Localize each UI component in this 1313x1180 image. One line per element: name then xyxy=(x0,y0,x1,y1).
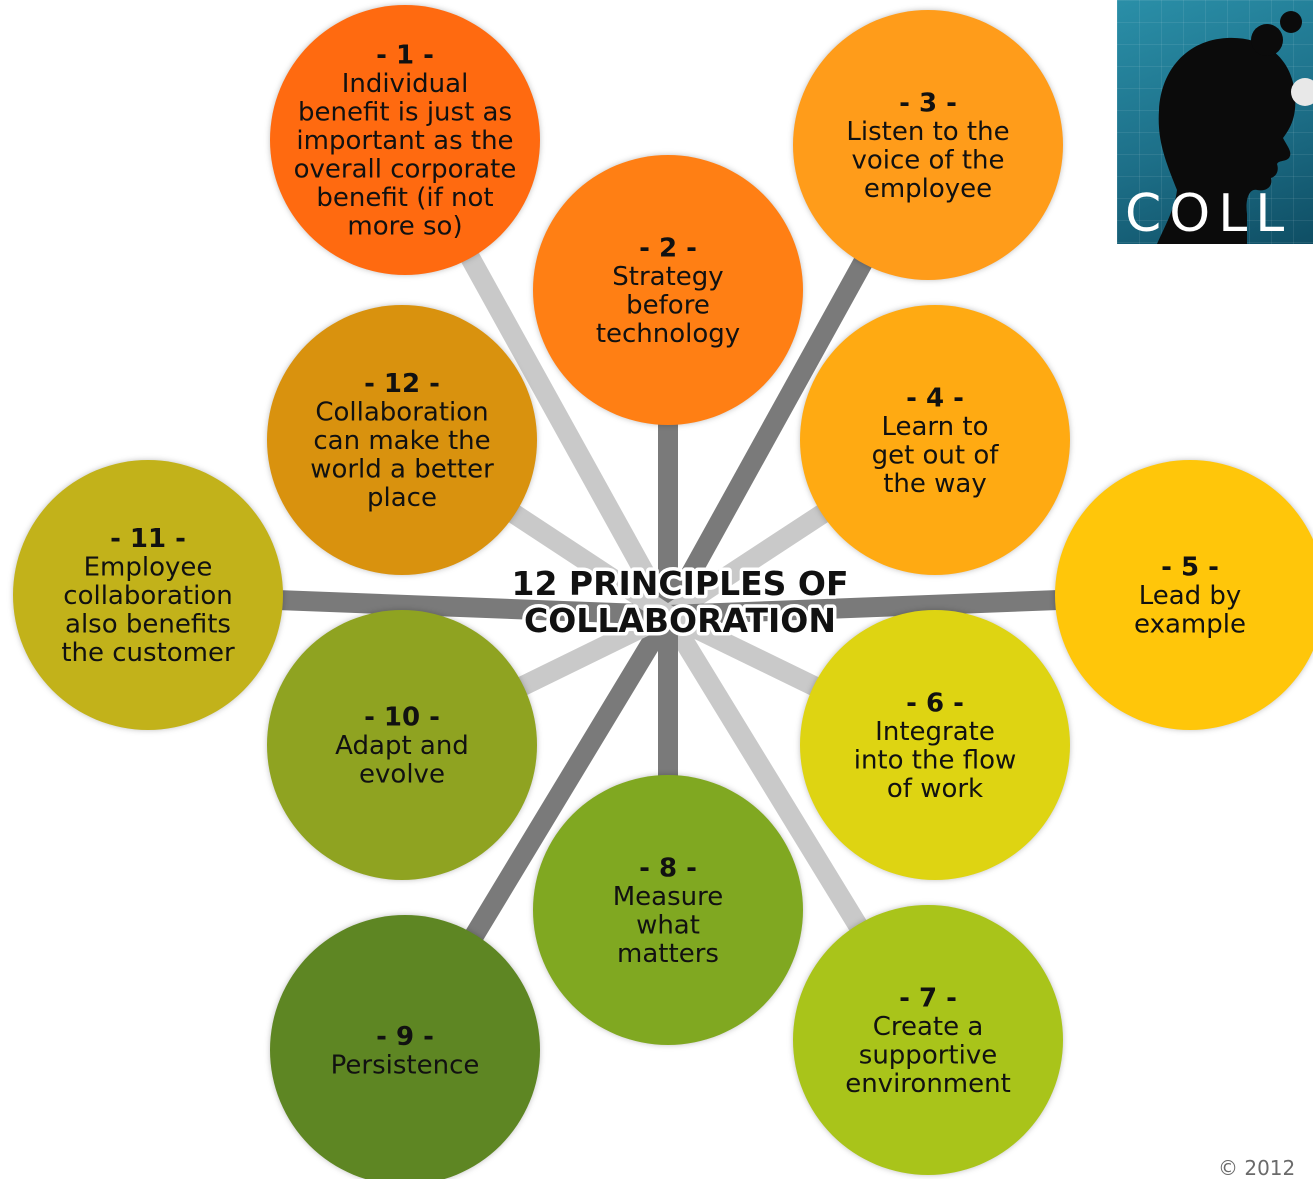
center-title: 12 PRINCIPLES OF COLLABORATION xyxy=(508,561,852,644)
principle-text-12-line-3: world a better xyxy=(310,455,494,485)
principle-text-5-line-2: example xyxy=(1134,610,1246,640)
principle-text-1-line-4: overall corporate xyxy=(294,155,517,185)
principle-number-1: - 1 - xyxy=(376,41,434,71)
principle-text-4-line-3: the way xyxy=(883,469,987,499)
principle-number-5: - 5 - xyxy=(1161,553,1219,583)
principle-number-11: - 11 - xyxy=(110,524,186,554)
principle-number-8: - 8 - xyxy=(639,853,697,883)
principle-number-9: - 9 - xyxy=(376,1022,434,1052)
principle-text-7-line-2: supportive xyxy=(859,1040,997,1070)
principle-circle-8 xyxy=(533,775,803,1045)
principle-text-1-line-2: benefit is just as xyxy=(298,98,512,128)
principle-text-1-line-5: benefit (if not xyxy=(316,183,493,213)
principle-text-10-line-2: evolve xyxy=(359,760,445,790)
principle-text-5-line-1: Lead by xyxy=(1139,581,1242,611)
principle-text-11-line-4: the customer xyxy=(61,638,235,668)
principle-text-11-line-3: also benefits xyxy=(65,610,231,640)
principle-circle-11 xyxy=(13,460,283,730)
principle-text-1-line-3: important as the xyxy=(296,126,513,156)
principle-number-12: - 12 - xyxy=(364,369,440,399)
principle-text-1-line-6: more so) xyxy=(347,212,462,242)
principle-circle-7 xyxy=(793,905,1063,1175)
center-title-line-1: 12 PRINCIPLES OF xyxy=(511,564,848,603)
principle-text-1-line-1: Individual xyxy=(342,69,469,99)
principle-text-7-line-1: Create a xyxy=(873,1012,984,1042)
principle-node-9: - 9 -Persistence xyxy=(270,915,540,1179)
principle-number-7: - 7 - xyxy=(899,983,957,1013)
principle-text-7-line-3: environment xyxy=(845,1069,1011,1099)
principle-text-3-line-3: employee xyxy=(864,174,992,204)
principle-text-12-line-2: can make the xyxy=(313,426,490,456)
principle-number-3: - 3 - xyxy=(899,88,957,118)
head-silhouette-icon xyxy=(1157,11,1313,244)
collaboration-logo: COLL xyxy=(1117,0,1313,244)
principle-text-2-line-2: before xyxy=(626,290,710,320)
principle-number-10: - 10 - xyxy=(364,703,440,733)
principle-text-11-line-1: Employee xyxy=(84,553,213,583)
principle-circle-12 xyxy=(267,305,537,575)
center-title-line-2: COLLABORATION xyxy=(524,601,836,640)
logo-wordmark: COLL xyxy=(1125,184,1293,244)
principle-text-3-line-1: Listen to the xyxy=(846,117,1009,147)
principle-circle-6 xyxy=(800,610,1070,880)
copyright-notice: © 2012 xyxy=(1218,1156,1296,1180)
principle-text-4-line-1: Learn to xyxy=(881,412,988,442)
principle-text-9-line-1: Persistence xyxy=(331,1050,480,1080)
principle-text-12-line-4: place xyxy=(367,483,437,513)
principle-number-4: - 4 - xyxy=(906,383,964,413)
principle-text-3-line-2: voice of the xyxy=(851,145,1004,175)
principle-text-10-line-1: Adapt and xyxy=(335,731,469,761)
principle-text-6-line-3: of work xyxy=(887,774,983,804)
principle-circle-3 xyxy=(793,10,1063,280)
principle-number-6: - 6 - xyxy=(906,688,964,718)
principle-text-4-line-2: get out of xyxy=(872,440,1000,470)
principle-text-2-line-1: Strategy xyxy=(612,262,723,292)
principle-text-6-line-2: into the flow xyxy=(854,745,1017,775)
principle-circle-2 xyxy=(533,155,803,425)
principle-text-8-line-3: matters xyxy=(617,939,719,969)
principle-text-2-line-3: technology xyxy=(596,319,740,349)
principle-text-8-line-1: Measure xyxy=(613,882,724,912)
principle-circle-1 xyxy=(270,5,540,275)
principle-circle-10 xyxy=(267,610,537,880)
principle-text-6-line-1: Integrate xyxy=(875,717,995,747)
principle-number-2: - 2 - xyxy=(639,233,697,263)
principle-circle-4 xyxy=(800,305,1070,575)
principle-circle-9 xyxy=(270,915,540,1179)
principle-text-8-line-2: what xyxy=(636,910,700,940)
principle-text-12-line-1: Collaboration xyxy=(315,398,488,428)
principle-text-11-line-2: collaboration xyxy=(63,581,232,611)
principle-circle-5 xyxy=(1055,460,1313,730)
